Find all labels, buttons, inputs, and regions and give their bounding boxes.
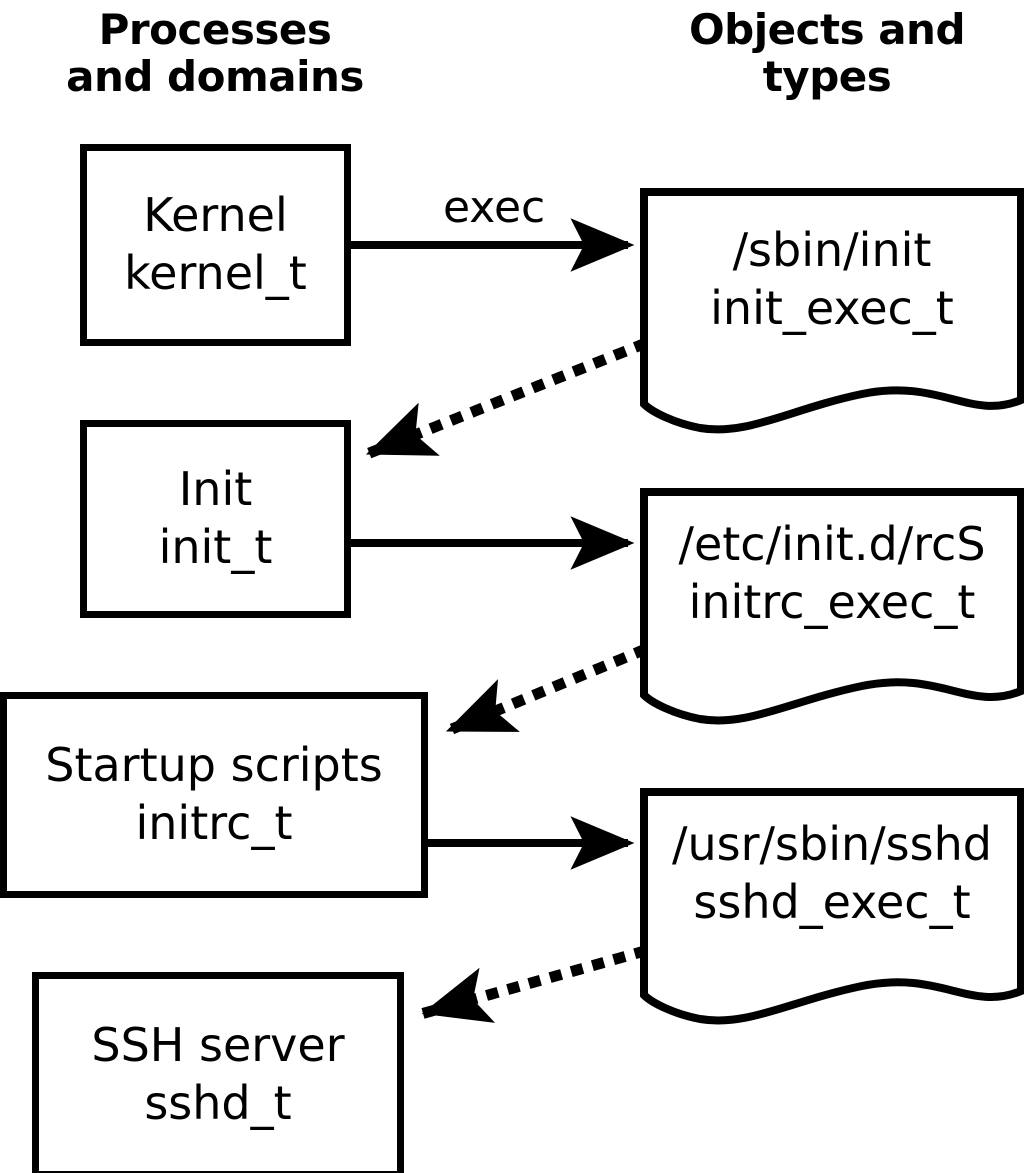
column-heading-objects: Objects and types [688,5,966,102]
edge-label-exec: exec [443,182,546,233]
object-doc-sshd-exec[interactable]: /usr/sbin/sshd sshd_exec_t [640,788,1024,1028]
column-heading-processes: Processes and domains [66,5,364,102]
process-box-startup-scripts-line2: initrc_t [135,796,293,850]
process-box-init-line2: init_t [158,520,273,574]
edge-sshd-exec-to-sshd [421,945,648,1023]
object-doc-initrc-exec[interactable]: /etc/init.d/rcS initrc_exec_t [640,488,1024,728]
object-doc-init-exec-line1: /sbin/init [732,223,932,277]
process-box-kernel-line1: Kernel [143,188,288,243]
process-box-kernel[interactable]: Kernel kernel_t [80,144,351,346]
process-box-init[interactable]: Init init_t [80,420,351,618]
object-doc-initrc-exec-line2: initrc_exec_t [688,574,976,629]
process-box-ssh-server-line2: sshd_t [144,1076,292,1130]
object-doc-initrc-exec-line1: /etc/init.d/rcS [678,517,986,571]
object-doc-sshd-exec-line1: /usr/sbin/sshd [672,817,992,871]
edge-init-exec-to-init [364,337,649,460]
object-doc-initrc-exec-text: /etc/init.d/rcS initrc_exec_t [640,516,1024,632]
object-doc-sshd-exec-text: /usr/sbin/sshd sshd_exec_t [640,816,1024,932]
object-doc-sshd-exec-line2: sshd_exec_t [693,874,971,929]
edge-initrc-exec-to-initrc [444,643,649,737]
process-box-startup-scripts-line1: Startup scripts [45,738,383,793]
process-box-kernel-line2: kernel_t [124,246,307,300]
process-box-startup-scripts[interactable]: Startup scripts initrc_t [0,692,428,898]
process-box-ssh-server[interactable]: SSH server sshd_t [32,972,404,1173]
object-doc-init-exec-text: /sbin/init init_exec_t [640,222,1024,338]
process-box-init-line1: Init [178,462,253,517]
process-box-ssh-server-line1: SSH server [91,1018,345,1073]
object-doc-init-exec-line2: init_exec_t [710,280,954,335]
object-doc-init-exec[interactable]: /sbin/init init_exec_t [640,188,1024,438]
